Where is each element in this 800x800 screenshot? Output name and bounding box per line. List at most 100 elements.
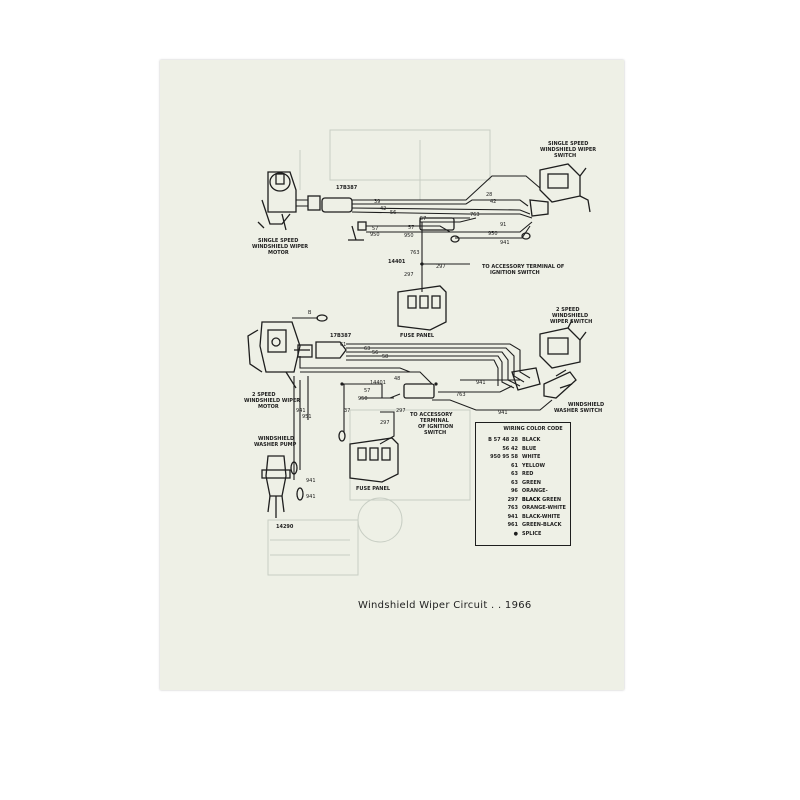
legend-codes: 297 (507, 496, 518, 503)
svg-text:39: 39 (374, 199, 380, 205)
svg-text:WASHER SWITCH: WASHER SWITCH (554, 408, 602, 414)
legend-codes: 61 (511, 462, 518, 469)
svg-text:2 SPEED: 2 SPEED (556, 307, 579, 313)
svg-text:B: B (308, 310, 312, 316)
legend-row: 941 BLACK-WHITE (480, 513, 566, 522)
legend-codes: 763 (507, 505, 518, 511)
legend-color: SPLICE (522, 530, 542, 537)
svg-text:297: 297 (396, 408, 406, 414)
svg-text:IGNITION SWITCH: IGNITION SWITCH (490, 270, 540, 276)
svg-text:941: 941 (498, 410, 508, 416)
legend-codes: 961 (507, 522, 518, 528)
connector-17b387-bottom: 17B387 (297, 333, 352, 359)
legend-row: 63 RED (480, 470, 566, 479)
svg-text:941: 941 (296, 408, 306, 414)
legend-codes: 941 (507, 513, 518, 520)
svg-text:WINDSHIELD: WINDSHIELD (568, 402, 604, 408)
schematic-page (160, 60, 624, 690)
legend-color: ORANGE-BLACK (521, 488, 548, 503)
legend-color: GREEN (522, 479, 541, 486)
svg-text:91: 91 (500, 222, 506, 228)
legend-color: WHITE (522, 454, 541, 460)
svg-text:14401: 14401 (370, 380, 386, 386)
legend-codes: 63 (511, 479, 518, 486)
svg-text:941: 941 (306, 478, 316, 484)
legend-color: BLACK-WHITE (522, 513, 561, 520)
legend-codes: 950 95 58 (490, 454, 518, 460)
svg-text:TO ACCESSORY TERMINAL OF: TO ACCESSORY TERMINAL OF (482, 264, 564, 270)
svg-text:WIPER SWITCH: WIPER SWITCH (550, 319, 592, 325)
legend-codes: ● (513, 530, 518, 537)
svg-text:37: 37 (344, 408, 350, 414)
legend-codes: 63 (511, 471, 518, 477)
svg-text:48: 48 (394, 376, 400, 382)
svg-text:28: 28 (486, 192, 492, 198)
single-speed-motor: SINGLE SPEED WINDSHIELD WIPER MOTOR (252, 171, 308, 256)
svg-text:56: 56 (372, 350, 378, 356)
two-speed-motor: 2 SPEED WINDSHIELD WIPER MOTOR (244, 321, 310, 410)
svg-text:SWITCH: SWITCH (554, 153, 576, 159)
svg-text:61: 61 (340, 342, 346, 348)
svg-text:SINGLE SPEED: SINGLE SPEED (548, 141, 588, 147)
svg-text:WINDSHIELD WIPER: WINDSHIELD WIPER (244, 398, 300, 404)
svg-text:763: 763 (456, 392, 466, 398)
svg-text:57: 57 (364, 388, 370, 394)
svg-text:57: 57 (372, 226, 378, 232)
svg-text:17B387: 17B387 (336, 185, 358, 191)
single-speed-circuit: SINGLE SPEED WINDSHIELD WIPER MOTOR 17B3… (252, 141, 596, 339)
svg-text:WINDSHIELD: WINDSHIELD (552, 313, 588, 319)
svg-text:42: 42 (490, 199, 496, 205)
legend-row: ● SPLICE (480, 530, 566, 539)
legend-row: 961 GREEN-BLACK (480, 521, 566, 530)
legend-row: 63 GREEN (480, 479, 566, 488)
svg-text:297: 297 (436, 264, 446, 270)
bottom-harness: 61 63 56 58 14401 57 48 950 763 941 941 … (293, 342, 553, 500)
svg-text:763: 763 (470, 212, 480, 218)
svg-text:950: 950 (370, 232, 380, 238)
svg-text:297: 297 (404, 272, 414, 278)
svg-text:14401: 14401 (388, 259, 406, 265)
svg-text:FUSE PANEL: FUSE PANEL (356, 486, 391, 492)
svg-text:297: 297 (380, 420, 390, 426)
single-speed-switch: SINGLE SPEED WINDSHIELD WIPER SWITCH (529, 141, 596, 217)
fuse-panel-top: FUSE PANEL (397, 285, 447, 339)
svg-text:TO ACCESSORY: TO ACCESSORY (410, 412, 453, 418)
svg-text:941: 941 (306, 494, 316, 500)
svg-text:WASHER PUMP: WASHER PUMP (254, 442, 297, 448)
legend-row: 56 42 BLUE (480, 445, 566, 454)
legend-codes: 96 (510, 488, 518, 494)
svg-text:941: 941 (500, 240, 510, 246)
legend-color: YELLOW (522, 462, 545, 469)
svg-text:SINGLE SPEED: SINGLE SPEED (258, 238, 298, 244)
legend-row: 950 95 58 WHITE (480, 453, 566, 462)
svg-text:2 SPEED: 2 SPEED (252, 392, 275, 398)
svg-text:950: 950 (358, 396, 368, 402)
legend-color: GREEN-BLACK (522, 522, 562, 528)
svg-text:950: 950 (404, 233, 414, 239)
svg-text:950: 950 (488, 231, 498, 237)
connector-17b387-top: 17B387 (296, 185, 358, 213)
legend-codes: 56 42 (502, 445, 518, 452)
legend-color: BLUE (522, 445, 537, 452)
svg-text:763: 763 (410, 250, 420, 256)
svg-text:951: 951 (302, 414, 312, 420)
two-speed-circuit: 2 SPEED WINDSHIELD WIPER MOTOR B 17B387 (244, 307, 604, 530)
legend-codes: B 57 48 28 (488, 437, 518, 443)
two-speed-switch: 2 SPEED WINDSHIELD WIPER SWITCH (511, 307, 592, 391)
svg-text:57: 57 (420, 216, 426, 222)
legend-title: WIRING COLOR CODE (503, 426, 563, 432)
legend-color: RED (522, 471, 534, 477)
svg-text:63: 63 (364, 346, 370, 352)
svg-text:MOTOR: MOTOR (258, 404, 279, 410)
fuse-panel-bottom: FUSE PANEL (349, 437, 399, 492)
svg-text:WINDSHIELD: WINDSHIELD (258, 436, 294, 442)
washer-pump: WINDSHIELD WASHER PUMP 14290 (254, 436, 304, 530)
legend-row: 61 YELLOW (480, 462, 566, 471)
svg-text:42: 42 (380, 206, 386, 212)
svg-text:TERMINAL: TERMINAL (420, 418, 450, 424)
